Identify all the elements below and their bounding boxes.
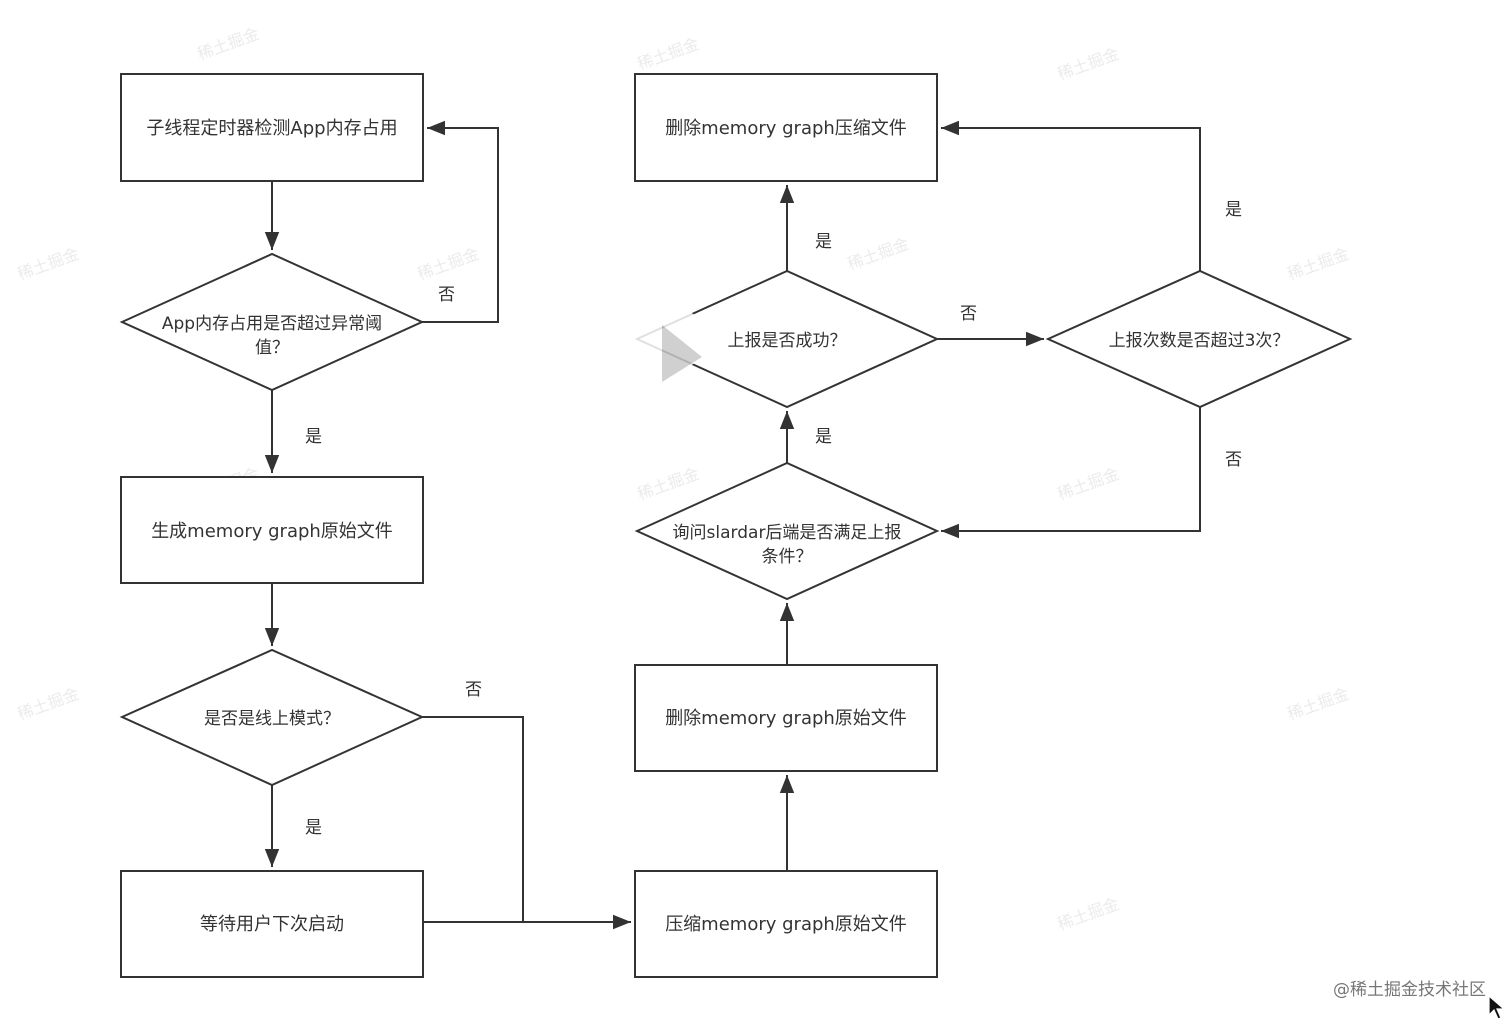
edge-mem-no-loop bbox=[422, 120, 499, 323]
edge-label-online-yes: 是 bbox=[305, 818, 322, 838]
decision-upload-success-label: 上报是否成功？ bbox=[728, 331, 847, 351]
svg-text:稀土掘金: 稀土掘金 bbox=[1055, 464, 1122, 504]
decision-retry-exceed-label: 上报次数是否超过3次？ bbox=[1109, 331, 1290, 351]
node-delete-raw-label: 删除memory graph原始文件 bbox=[665, 708, 907, 729]
decision-mem-exceed-label-2: 值？ bbox=[255, 338, 289, 358]
play-icon[interactable] bbox=[634, 305, 730, 382]
node-delete-raw: 删除memory graph原始文件 bbox=[634, 664, 938, 772]
svg-text:稀土掘金: 稀土掘金 bbox=[195, 24, 262, 64]
svg-text:稀土掘金: 稀土掘金 bbox=[635, 464, 702, 504]
svg-text:稀土掘金: 稀土掘金 bbox=[635, 34, 702, 74]
decision-ask-slardar: 询问slardar后端是否满足上报 条件？ bbox=[634, 461, 940, 601]
decision-retry-exceed: 上报次数是否超过3次？ bbox=[1045, 269, 1353, 409]
node-delete-compressed-label: 删除memory graph压缩文件 bbox=[665, 118, 907, 139]
node-generate-graph: 生成memory graph原始文件 bbox=[120, 476, 424, 584]
edge-label-online-no: 否 bbox=[465, 680, 482, 700]
node-wait-next-launch: 等待用户下次启动 bbox=[120, 870, 424, 978]
svg-text:稀土掘金: 稀土掘金 bbox=[15, 684, 82, 724]
node-generate-graph-label: 生成memory graph原始文件 bbox=[151, 521, 393, 542]
edge-label-retry-no: 否 bbox=[1225, 450, 1242, 470]
svg-text:稀土掘金: 稀土掘金 bbox=[1285, 684, 1352, 724]
edge-label-retry-yes: 是 bbox=[1225, 200, 1242, 220]
svg-text:稀土掘金: 稀土掘金 bbox=[1055, 44, 1122, 84]
connectors bbox=[264, 120, 1201, 930]
watermark: @稀土掘金技术社区 bbox=[1333, 980, 1486, 1000]
node-compress-graph: 压缩memory graph原始文件 bbox=[634, 870, 938, 978]
node-delete-compressed: 删除memory graph压缩文件 bbox=[634, 73, 938, 182]
decision-mem-exceed-label-1: App内存占用是否超过异常阈 bbox=[162, 314, 382, 334]
edge-label-upload-yes: 是 bbox=[815, 232, 832, 252]
edge-online-no bbox=[422, 716, 524, 922]
node-wait-next-launch-label: 等待用户下次启动 bbox=[200, 914, 344, 935]
decision-online-mode: 是否是线上模式？ bbox=[119, 648, 425, 787]
decision-online-mode-label: 是否是线上模式？ bbox=[204, 709, 340, 729]
node-timer-check-label: 子线程定时器检测App内存占用 bbox=[146, 118, 397, 139]
decision-ask-slardar-label-2: 条件？ bbox=[762, 547, 813, 567]
cursor-icon bbox=[1488, 995, 1506, 1020]
edge-labels: 否 是 否 是 是 是 否 是 否 bbox=[305, 200, 1242, 838]
edge-retry-no bbox=[941, 407, 1201, 539]
svg-text:稀土掘金: 稀土掘金 bbox=[415, 244, 482, 284]
svg-text:稀土掘金: 稀土掘金 bbox=[1055, 894, 1122, 934]
edge-label-mem-no: 否 bbox=[438, 285, 455, 305]
edge-label-ask-yes: 是 bbox=[815, 427, 832, 447]
svg-text:稀土掘金: 稀土掘金 bbox=[845, 234, 912, 274]
edge-retry-yes bbox=[941, 120, 1201, 271]
svg-text:稀土掘金: 稀土掘金 bbox=[15, 244, 82, 284]
node-timer-check: 子线程定时器检测App内存占用 bbox=[120, 73, 424, 182]
edge-label-mem-yes: 是 bbox=[305, 427, 322, 447]
edge-label-upload-no: 否 bbox=[960, 304, 977, 324]
svg-text:稀土掘金: 稀土掘金 bbox=[1285, 244, 1352, 284]
node-compress-graph-label: 压缩memory graph原始文件 bbox=[665, 914, 907, 935]
decision-upload-success: 上报是否成功？ bbox=[634, 269, 940, 409]
decision-mem-exceed: App内存占用是否超过异常阈 值？ bbox=[119, 252, 425, 392]
decision-ask-slardar-label-1: 询问slardar后端是否满足上报 bbox=[673, 523, 902, 543]
